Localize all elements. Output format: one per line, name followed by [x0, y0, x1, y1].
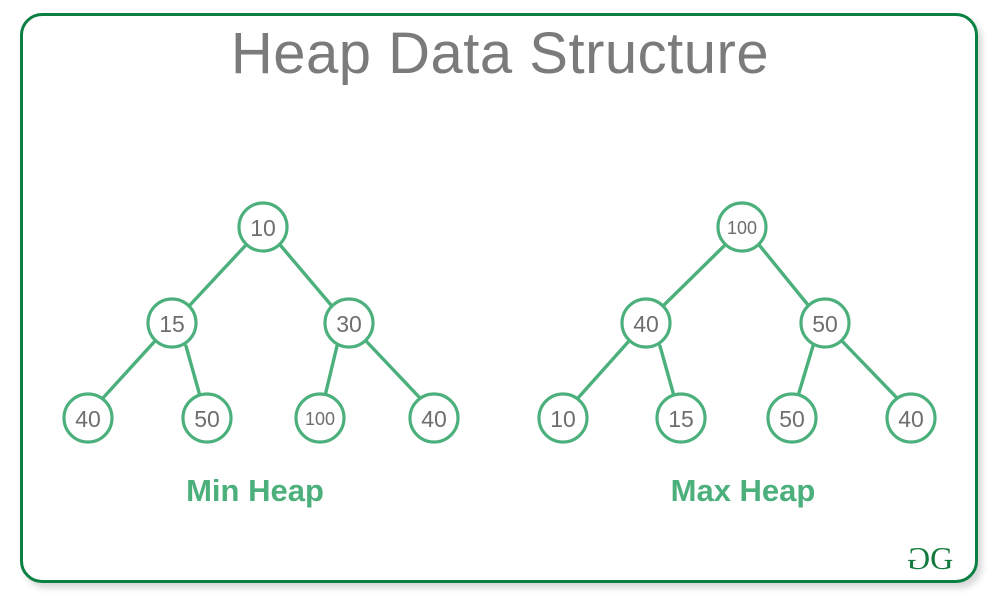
node-value: 50 — [194, 406, 220, 432]
node-value: 10 — [550, 406, 576, 432]
max-heap-node-50-leaf[interactable]: 50 — [766, 392, 818, 444]
edge-30-100 — [323, 344, 339, 398]
min-heap-node-40-left[interactable]: 40 — [62, 392, 114, 444]
node-value: 40 — [75, 406, 101, 432]
node-value: 100 — [727, 218, 757, 238]
min-heap-edges — [101, 244, 422, 400]
node-value: 15 — [668, 406, 694, 432]
node-value: 100 — [305, 409, 335, 429]
max-heap-node-50[interactable]: 50 — [799, 297, 851, 349]
node-value: 40 — [421, 406, 447, 432]
geeksforgeeks-logo: GG — [908, 540, 974, 576]
node-circle — [655, 392, 707, 444]
min-heap-node-40-right[interactable]: 40 — [408, 392, 460, 444]
max-heap-diagram: 100 40 50 10 15 50 — [537, 201, 937, 444]
max-heap-edges — [576, 244, 899, 400]
edge-50-40 — [840, 339, 899, 400]
min-heap-node-10[interactable]: 10 — [237, 201, 289, 253]
max-heap-label: Max Heap — [670, 473, 816, 508]
logo-g: G — [930, 540, 953, 576]
node-value: 10 — [250, 215, 276, 241]
edge-40-10 — [576, 339, 631, 400]
edge-15-50 — [184, 344, 202, 398]
edge-50-50 — [796, 344, 815, 398]
node-value: 50 — [779, 406, 805, 432]
edge-10-30 — [279, 244, 333, 307]
node-circle — [146, 297, 198, 349]
min-heap-node-100[interactable]: 100 — [294, 392, 346, 444]
edge-100-40 — [662, 244, 726, 307]
node-value: 40 — [633, 311, 659, 337]
min-heap-label: Min Heap — [186, 473, 324, 508]
max-heap-node-15[interactable]: 15 — [655, 392, 707, 444]
node-circle — [716, 201, 768, 253]
node-circle — [181, 392, 233, 444]
node-circle — [766, 392, 818, 444]
diagram-card-border — [20, 13, 978, 583]
max-heap-node-40[interactable]: 40 — [620, 297, 672, 349]
min-heap-node-50[interactable]: 50 — [181, 392, 233, 444]
node-circle — [408, 392, 460, 444]
node-circle — [294, 392, 346, 444]
edge-15-40 — [101, 339, 157, 400]
min-heap-node-30[interactable]: 30 — [323, 297, 375, 349]
max-heap-node-100[interactable]: 100 — [716, 201, 768, 253]
node-value: 15 — [159, 311, 185, 337]
node-value: 40 — [898, 406, 924, 432]
node-circle — [323, 297, 375, 349]
edge-30-40 — [364, 339, 422, 400]
node-circle — [237, 201, 289, 253]
node-circle — [885, 392, 937, 444]
node-value: 50 — [812, 311, 838, 337]
page-title: Heap Data Structure — [230, 21, 770, 86]
node-circle — [799, 297, 851, 349]
logo-wordmark: GG — [908, 540, 974, 576]
logo-g-mirrored: G — [908, 540, 931, 576]
edge-10-15 — [188, 244, 247, 307]
edge-100-50 — [758, 244, 810, 307]
node-circle — [537, 392, 589, 444]
min-heap-node-15[interactable]: 15 — [146, 297, 198, 349]
node-circle — [62, 392, 114, 444]
node-circle — [620, 297, 672, 349]
edge-40-15 — [658, 344, 676, 398]
max-heap-node-40-leaf[interactable]: 40 — [885, 392, 937, 444]
node-value: 30 — [336, 311, 362, 337]
max-heap-node-10[interactable]: 10 — [537, 392, 589, 444]
min-heap-diagram: 10 15 30 40 50 100 — [62, 201, 460, 444]
